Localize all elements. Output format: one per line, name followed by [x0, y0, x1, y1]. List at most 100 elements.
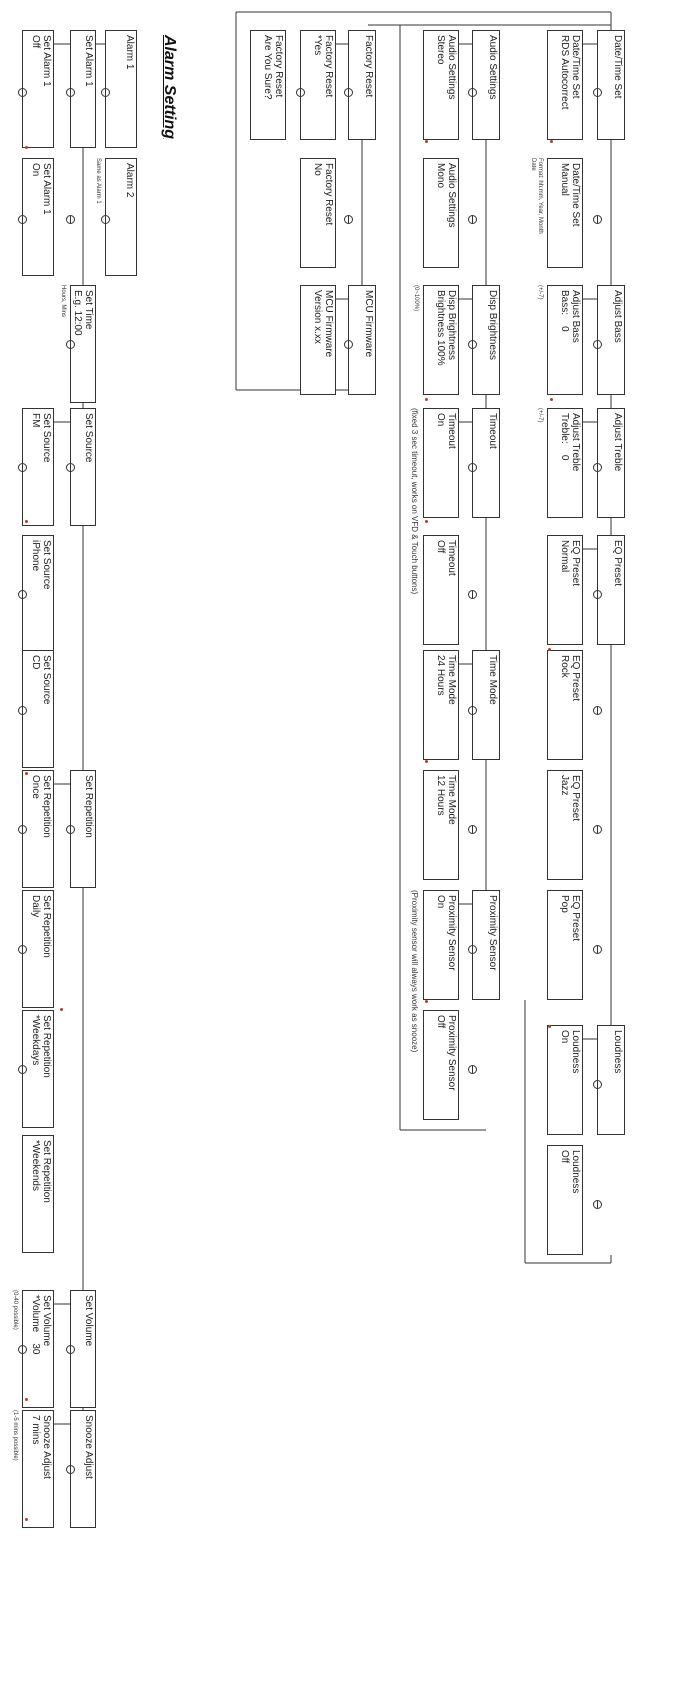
connector-circle-icon	[101, 88, 110, 97]
box-rep-weekends-label: Set Repetition *Weekends	[30, 1140, 52, 1203]
box-manual-label: Date/Time Set Manual	[559, 163, 581, 227]
connector-circle-icon	[593, 590, 602, 599]
box-audio-stereo-label: Audio Settings Stereo	[435, 35, 457, 100]
box-manual: Date/Time Set Manual	[547, 158, 583, 268]
connector-circle-icon	[66, 1345, 75, 1354]
box-snooze-value-label: Snooze Adjust 7 mins	[30, 1415, 52, 1479]
box-timeout-off-label: Timeout Off	[435, 540, 457, 576]
connector-circle-icon	[66, 463, 75, 472]
box-disp-brightness-value: Disp Brightness Brightness 100%	[423, 285, 459, 395]
box-time-24-label: Time Mode 24 Hours	[435, 655, 457, 705]
connector-circle-icon	[18, 706, 27, 715]
connector-circle-icon	[66, 1465, 75, 1474]
box-audio-mono-label: Audio Settings Mono	[435, 163, 457, 228]
connector-circle-icon	[344, 340, 353, 349]
note-manual-format: Format: hh:mm, Year, Month Date	[530, 158, 543, 234]
box-mcu-firmware-label: MCU Firmware	[363, 290, 374, 358]
connector-circle-icon	[468, 340, 477, 349]
note-treble-range: (+/-7)	[537, 408, 543, 423]
box-factory-sure: Factory Reset Are You Sure?	[250, 30, 286, 140]
box-mcu-version: MCU Firmware Version x.xx	[300, 285, 336, 395]
box-adjust-bass-label: Adjust Bass	[612, 290, 623, 343]
connector-circle-icon	[593, 945, 602, 954]
box-factory-no-label: Factory Reset No	[312, 163, 334, 226]
note-alarm2: Same as Alarm 1	[95, 158, 101, 204]
box-prox-on-label: Proximity Sensor On	[435, 895, 457, 971]
connector-circle-icon	[18, 1065, 27, 1074]
box-prox-off-label: Proximity Sensor Off	[435, 1015, 457, 1091]
note-snooze: (1-5 mins possible)	[12, 1410, 18, 1461]
box-proximity: Proximity Sensor	[472, 890, 500, 1000]
box-timeout-label: Timeout	[487, 413, 498, 449]
box-proximity-label: Proximity Sensor	[487, 895, 498, 971]
box-loudness-off: Loudness Off	[547, 1145, 583, 1255]
default-marker-icon	[25, 520, 28, 523]
box-audio-settings-label: Audio Settings	[487, 35, 498, 100]
box-rep-weekends: Set Repetition *Weekends	[22, 1135, 54, 1253]
box-time-12-label: Time Mode 12 Hours	[435, 775, 457, 825]
connector-circle-icon	[593, 340, 602, 349]
box-timeout: Timeout	[472, 408, 500, 518]
box-adjust-bass: Adjust Bass	[597, 285, 625, 395]
connector-circle-icon	[18, 1345, 27, 1354]
connector-circle-icon	[66, 825, 75, 834]
box-factory-sure-label: Factory Reset Are You Sure?	[262, 35, 284, 100]
box-eq-normal: EQ Preset Normal	[547, 535, 583, 645]
default-marker-icon	[548, 648, 551, 651]
box-factory-reset: Factory Reset	[348, 30, 376, 140]
box-rep-daily-label: Set Repetition Daily	[30, 895, 52, 958]
box-time-12: Time Mode 12 Hours	[423, 770, 459, 880]
box-loudness-off-label: Loudness Off	[559, 1150, 581, 1194]
note-timeout: (fixed 3 sec timeout, works on VFD & Tou…	[410, 408, 419, 595]
note-bass-range: (+/-7)	[537, 285, 543, 300]
box-loudness-on: Loudness On	[547, 1025, 583, 1135]
box-datetime-set: Date/Time Set	[597, 30, 625, 140]
default-marker-icon	[425, 398, 428, 401]
note-volume: (0-40 possible)	[12, 1290, 18, 1330]
connector-circle-icon	[468, 215, 477, 224]
box-snooze-adjust-label: Snooze Adjust	[83, 1415, 94, 1479]
default-marker-icon	[550, 398, 553, 401]
box-adjust-treble-value-label: Adjust Treble Treble: 0	[559, 413, 581, 472]
box-eq-rock: EQ Preset Rock	[547, 650, 583, 760]
box-eq-rock-label: EQ Preset Rock	[559, 655, 581, 702]
box-timeout-off: Timeout Off	[423, 535, 459, 645]
default-marker-icon	[548, 1025, 551, 1028]
connector-circle-icon	[593, 1200, 602, 1209]
connector-circle-icon	[593, 706, 602, 715]
connector-circle-icon	[344, 88, 353, 97]
box-set-time-label: Set Time E.g. 12:00	[72, 290, 94, 336]
default-marker-icon	[25, 146, 28, 149]
default-marker-icon	[425, 1000, 428, 1003]
note-brightness-range: (0~100%)	[413, 285, 419, 312]
connector-circle-icon	[66, 215, 75, 224]
connector-circle-icon	[468, 88, 477, 97]
box-disp-brightness: Disp Brightness	[472, 285, 500, 395]
box-mcu-firmware: MCU Firmware	[348, 285, 376, 395]
box-source-cd-label: Set Source CD	[30, 655, 52, 705]
box-eq-preset-label: EQ Preset	[612, 540, 623, 587]
connector-circle-icon	[296, 88, 305, 97]
box-adjust-bass-value: Adjust Bass Bass: 0	[547, 285, 583, 395]
box-set-volume-value-label: Set Volume *Volume 30	[30, 1295, 52, 1355]
box-rep-once: Set Repetition Once	[22, 770, 54, 888]
connector-circle-icon	[468, 945, 477, 954]
box-eq-jazz: EQ Preset Jazz	[547, 770, 583, 880]
box-time-mode: Time Mode	[472, 650, 500, 760]
box-adjust-treble: Adjust Treble	[597, 408, 625, 518]
connector-circle-icon	[468, 1065, 477, 1074]
box-factory-yes: Factory Reset *Yes	[300, 30, 336, 140]
box-eq-jazz-label: EQ Preset Jazz	[559, 775, 581, 822]
box-source-iphone-label: Set Source iPhone	[30, 540, 52, 590]
default-marker-icon	[25, 1398, 28, 1401]
box-timeout-on-label: Timeout On	[435, 413, 457, 449]
box-source-fm: Set Source FM	[22, 408, 54, 526]
box-mcu-version-label: MCU Firmware Version x.xx	[312, 290, 334, 358]
box-rds-autocorrect-label: Date/Time Set RDS Autocorrect	[559, 35, 581, 110]
connector-circle-icon	[66, 88, 75, 97]
box-snooze-value: Snooze Adjust 7 mins	[22, 1410, 54, 1528]
box-time-mode-label: Time Mode	[487, 655, 498, 705]
box-source-iphone: Set Source iPhone	[22, 535, 54, 653]
default-marker-icon	[25, 772, 28, 775]
